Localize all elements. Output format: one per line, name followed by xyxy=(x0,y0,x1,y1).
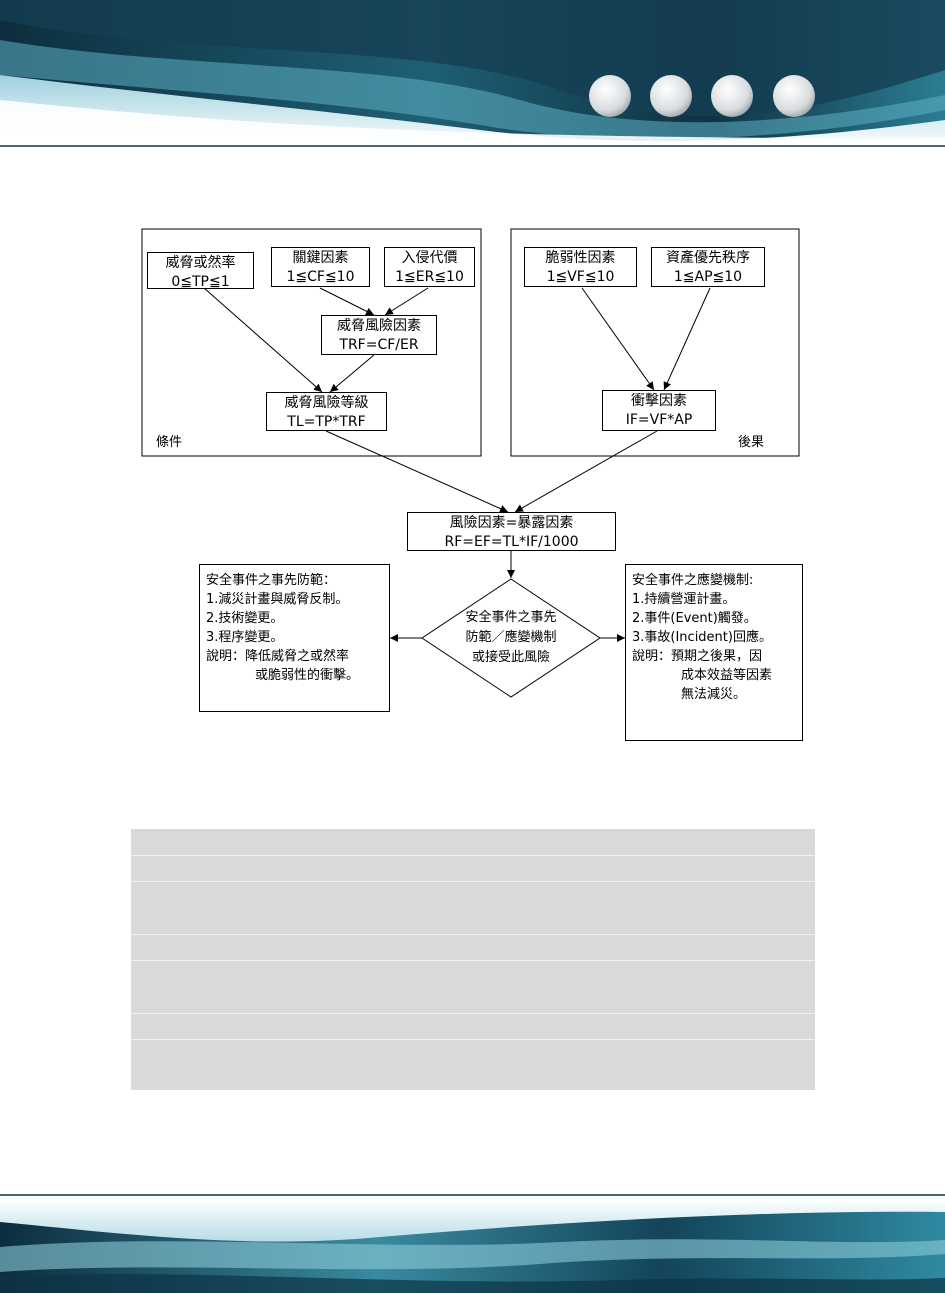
node-title: 脆弱性因素 xyxy=(545,250,616,266)
node-title: 風險因素=暴露因素 xyxy=(449,515,574,531)
note-title: 安全事件之應變機制: xyxy=(632,573,754,588)
node-formula: 1≦ER≦10 xyxy=(395,269,464,285)
conditions-label: 條件 xyxy=(156,435,183,450)
consequences-frame xyxy=(510,228,800,457)
note-item: 3.事故(Incident)回應。 xyxy=(632,630,772,645)
node-title: 威脅風險等級 xyxy=(284,395,369,411)
table-row xyxy=(131,881,815,935)
note-explanation: 無法減災。 xyxy=(681,687,747,702)
critical-factor-node: 關鍵因素 1≦CF≦10 xyxy=(271,247,370,287)
impact-factor-node: 衝擊因素 IF=VF*AP xyxy=(602,390,716,431)
node-title: 衝擊因素 xyxy=(631,393,687,409)
header-banner xyxy=(0,0,945,150)
threat-probability-node: 威脅或然率 0≦TP≦1 xyxy=(147,252,254,290)
arrow-tl-to-rf xyxy=(325,430,509,513)
node-formula: 1≦AP≦10 xyxy=(673,269,743,285)
note-explanation: 或脆弱性的衝擊。 xyxy=(255,668,360,683)
asset-priority-node: 資產優先秩序 1≦AP≦10 xyxy=(651,247,765,287)
note-explanation: 成本效益等因素 xyxy=(681,668,773,683)
table-row xyxy=(131,934,815,961)
node-formula: IF=VF*AP xyxy=(625,412,693,428)
arrow-er-to-trf xyxy=(384,287,429,316)
decision-line: 或接受此風險 xyxy=(471,650,550,665)
vulnerability-factor-node: 脆弱性因素 1≦VF≦10 xyxy=(524,247,637,287)
note-item: 2.事件(Event)觸發。 xyxy=(632,611,757,626)
arrow-tp-to-tl xyxy=(203,287,323,393)
decision-line: 防範／應變機制 xyxy=(465,630,557,645)
decision-line: 安全事件之事先 xyxy=(465,610,557,625)
arrow-ap-to-if xyxy=(663,287,711,391)
table-row xyxy=(131,855,815,882)
node-formula: 1≦VF≦10 xyxy=(546,269,615,285)
empty-table xyxy=(131,829,815,1090)
note-item: 2.技術變更。 xyxy=(206,611,284,626)
header-circle xyxy=(650,75,692,117)
node-title: 資產優先秩序 xyxy=(666,250,750,266)
node-formula: TRF=CF/ER xyxy=(339,337,419,353)
note-title: 安全事件之事先防範： xyxy=(206,573,337,588)
conditions-frame xyxy=(141,228,482,457)
consequences-label: 後果 xyxy=(738,435,765,450)
header-circle xyxy=(589,75,631,117)
threat-level-node: 威脅風險等級 TL=TP*TRF xyxy=(266,392,387,431)
note-item: 3.程序變更。 xyxy=(206,630,284,645)
arrow-cf-to-trf xyxy=(319,287,375,316)
note-explanation: 說明：預期之後果，因 xyxy=(632,649,763,664)
node-title: 威脅或然率 xyxy=(165,255,236,271)
node-title: 威脅風險因素 xyxy=(337,318,421,334)
table-row xyxy=(131,829,815,856)
note-explanation: 說明：降低威脅之或然率 xyxy=(206,649,350,664)
header-circle xyxy=(773,75,815,117)
header-circle xyxy=(711,75,753,117)
risk-factor-node: 風險因素=暴露因素 RF=EF=TL*IF/1000 xyxy=(407,512,616,551)
table-row xyxy=(131,1039,815,1090)
arrow-if-to-rf xyxy=(514,430,658,513)
threat-risk-factor-node: 威脅風險因素 TRF=CF/ER xyxy=(321,315,437,355)
arrow-trf-to-tl xyxy=(329,354,375,393)
node-title: 關鍵因素 xyxy=(292,250,349,266)
decision-diamond xyxy=(421,578,601,698)
node-formula: TL=TP*TRF xyxy=(287,414,366,430)
table-row xyxy=(131,1013,815,1040)
footer-banner xyxy=(0,1194,945,1293)
node-formula: RF=EF=TL*IF/1000 xyxy=(444,534,579,550)
intrusion-cost-node: 入侵代價 1≦ER≦10 xyxy=(384,247,475,287)
node-title: 入侵代價 xyxy=(401,250,458,266)
node-formula: 0≦TP≦1 xyxy=(171,274,230,290)
note-item: 1.減災計畫與威脅反制。 xyxy=(206,592,349,607)
response-note: 安全事件之應變機制: 1.持續營運計畫。 2.事件(Event)觸發。 3.事故… xyxy=(625,564,803,741)
arrow-vf-to-if xyxy=(581,287,655,391)
prevention-note: 安全事件之事先防範： 1.減災計畫與威脅反制。 2.技術變更。 3.程序變更。 … xyxy=(199,564,390,712)
decision-text: 安全事件之事先 防範／應變機制 或接受此風險 xyxy=(441,608,581,668)
table-row xyxy=(131,960,815,1014)
note-item: 1.持續營運計畫。 xyxy=(632,592,736,607)
node-formula: 1≦CF≦10 xyxy=(286,269,355,285)
